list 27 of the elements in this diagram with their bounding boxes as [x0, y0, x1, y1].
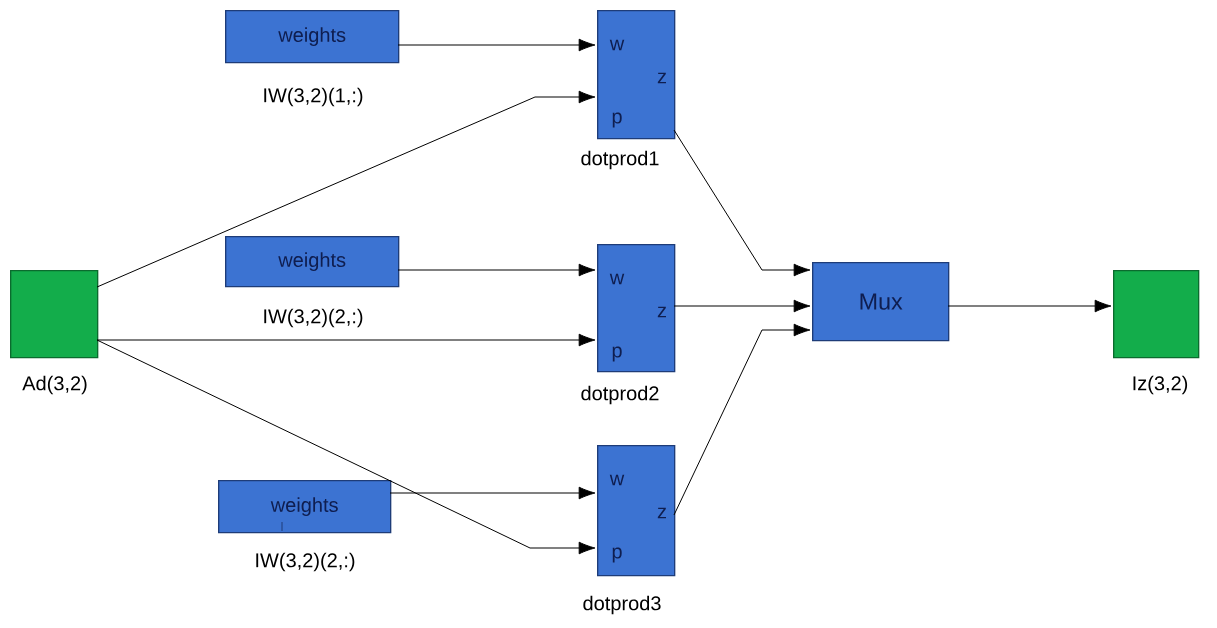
weights-block: weights [225, 10, 400, 64]
block-caption: Iz(3,2) [1133, 375, 1188, 395]
block-caption: dotprod3 [583, 595, 661, 615]
arrow [673, 323, 811, 516]
block-caption: dotprod1 [581, 150, 659, 170]
arrow [96, 339, 596, 555]
arrow [673, 299, 811, 313]
block-caption: Ad(3,2) [22, 375, 87, 395]
block-caption: IW(3,2)(1,:) [264, 87, 363, 107]
arrow [96, 333, 596, 347]
mux-block: Mux [812, 262, 950, 342]
block-caption: IW(3,2)(2,:) [264, 308, 363, 328]
dotprod-block: w z p [597, 445, 676, 577]
port-block [1113, 270, 1200, 359]
dotprod-block: w z p [597, 10, 676, 140]
weights-block: weights [225, 236, 400, 288]
arrow [397, 38, 596, 52]
arrow [96, 90, 596, 288]
arrow [947, 299, 1112, 313]
arrow [397, 263, 596, 277]
arrow [389, 486, 596, 500]
block-caption: dotprod2 [581, 385, 659, 405]
port-block [10, 270, 99, 359]
block-caption: IW(3,2)(2,:) [256, 552, 355, 572]
dotprod-block: w z p [597, 244, 676, 373]
arrow [673, 129, 811, 277]
weights-block: weights [218, 480, 392, 534]
